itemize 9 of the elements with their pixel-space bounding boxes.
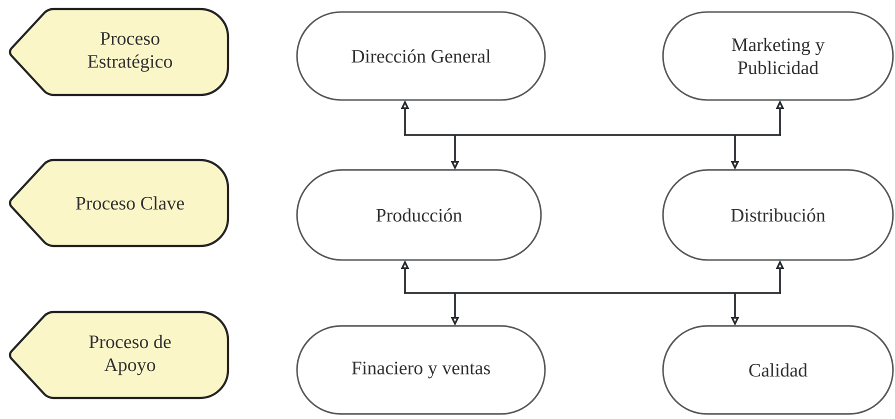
process-box: Calidad	[662, 325, 894, 415]
process-tag: Proceso Estratégico	[8, 8, 230, 96]
process-box: Distribución	[662, 169, 894, 261]
process-box: Marketing y Publicidad	[662, 11, 894, 101]
process-box: Producción	[296, 169, 542, 261]
process-box: Dirección General	[296, 11, 546, 101]
process-box: Finaciero y ventas	[296, 325, 546, 415]
process-tag: Proceso de Apoyo	[8, 310, 230, 400]
process-tag: Proceso Clave	[8, 158, 230, 248]
